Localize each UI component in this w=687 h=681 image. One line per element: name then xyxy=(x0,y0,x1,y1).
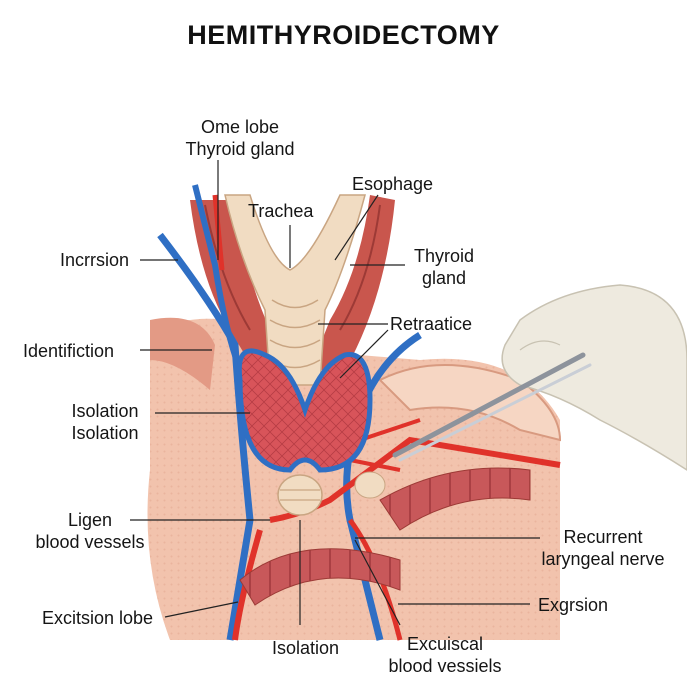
label-isolation-line1: Isolation xyxy=(71,401,139,421)
label-excision-lobe: Excitsion lobe xyxy=(42,608,154,628)
label-recurrent-line2: laryngeal nerve xyxy=(541,549,665,569)
neck-muscles xyxy=(190,195,395,380)
label-ligen: Ligen blood vessels xyxy=(25,509,155,553)
label-incision: Incrrsion xyxy=(60,250,130,270)
trachea xyxy=(224,194,366,386)
label-recurrent-laryngeal-nerve: Recurrent laryngeal nerve xyxy=(533,526,673,570)
label-esophage: Esophage xyxy=(352,174,434,194)
label-isolation-bottom: Isolation xyxy=(272,638,340,658)
gloved-hand xyxy=(501,284,687,471)
label-isolation: Isolation Isolation xyxy=(60,400,150,444)
label-excuiscal-blood-vessels: Excuiscal blood vessiels xyxy=(380,633,510,677)
label-identification: Identifiction xyxy=(23,341,115,361)
label-one-lobe-line2: Thyroid gland xyxy=(185,139,295,159)
label-thyroid-gland-line2: gland xyxy=(421,268,467,288)
diagram-title: HEMITHYROIDECTOMY xyxy=(187,20,500,50)
leader-lines xyxy=(130,160,540,626)
label-one-lobe: Ome lobe Thyroid gland xyxy=(170,116,310,160)
label-isolation-line2: Isolation xyxy=(71,423,139,443)
label-trachea: Trachea xyxy=(248,201,314,221)
label-thyroid-gland-line1: Thyroid xyxy=(413,246,475,266)
thyroid-lobe xyxy=(236,348,373,473)
label-excuiscal-line2: blood vessiels xyxy=(388,656,502,676)
label-thyroid-gland: Thyroid gland xyxy=(405,245,483,289)
label-recurrent-line1: Recurrent xyxy=(563,527,643,547)
label-ligen-line2: blood vessels xyxy=(35,532,145,552)
label-retraatice: Retraatice xyxy=(390,314,473,334)
forceps xyxy=(392,352,592,462)
label-exgrsion: Exgrsion xyxy=(538,595,609,615)
label-one-lobe-line1: Ome lobe xyxy=(200,117,280,137)
label-excuiscal-line1: Excuiscal xyxy=(406,634,484,654)
lower-tissue xyxy=(239,467,531,606)
label-ligen-line1: Ligen xyxy=(67,510,113,530)
